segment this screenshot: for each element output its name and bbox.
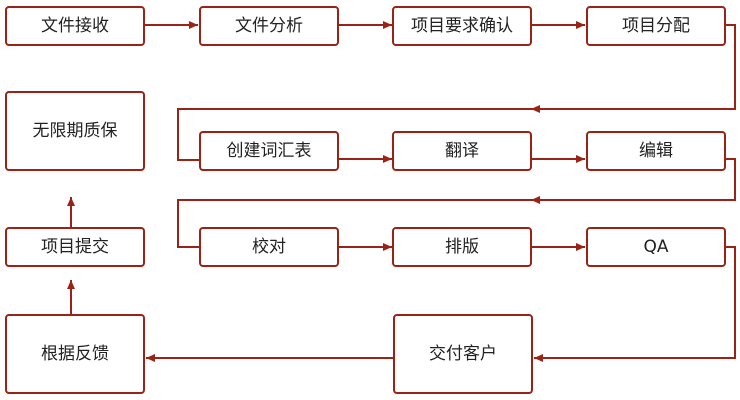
node-file-analysis: 文件分析 [199, 6, 339, 46]
node-label: 交付客户 [429, 343, 497, 364]
node-label: QA [643, 236, 669, 257]
node-edit: 编辑 [586, 131, 726, 171]
edge-return-row3-to-proofread [177, 199, 531, 248]
node-glossary-create: 创建词汇表 [199, 131, 339, 171]
node-label: 创建词汇表 [226, 140, 312, 161]
node-label: 根据反馈 [41, 343, 109, 364]
edge-return-row2-to-glossary-create [177, 108, 531, 161]
node-file-receive: 文件接收 [5, 6, 145, 46]
node-label: 无限期质保 [32, 120, 118, 141]
node-typeset: 排版 [392, 227, 532, 267]
node-proofread: 校对 [199, 227, 339, 267]
node-label: 项目要求确认 [411, 15, 513, 36]
node-project-assign: 项目分配 [586, 6, 726, 46]
node-label: 项目分配 [622, 15, 690, 36]
edge-project-assign-to-return-row2 [531, 24, 736, 113]
node-label: 排版 [445, 236, 479, 257]
edge-qa-to-deliver [534, 246, 736, 362]
node-label: 校对 [252, 236, 286, 257]
node-label: 翻译 [445, 140, 479, 161]
node-warranty: 无限期质保 [5, 91, 145, 171]
node-label: 项目提交 [41, 236, 109, 257]
node-deliver: 交付客户 [393, 314, 533, 394]
node-feedback: 根据反馈 [5, 314, 145, 394]
edge-edit-to-return-row3 [531, 158, 736, 204]
node-label: 文件分析 [235, 15, 303, 36]
node-label: 文件接收 [41, 15, 109, 36]
node-translate: 翻译 [392, 131, 532, 171]
node-label: 编辑 [639, 140, 673, 161]
node-qa: QA [586, 227, 726, 267]
node-submit: 项目提交 [5, 227, 145, 267]
node-requirement-confirm: 项目要求确认 [392, 6, 532, 46]
